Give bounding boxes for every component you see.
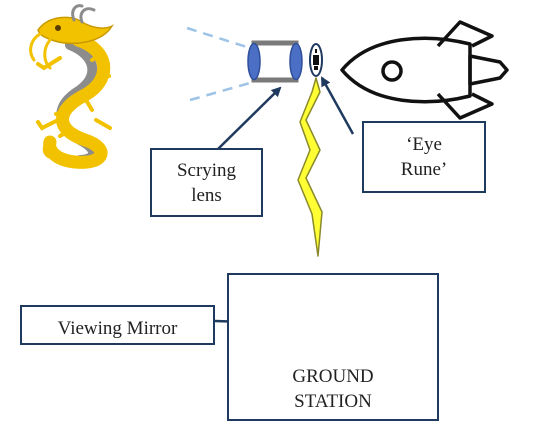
eye-rune-icon bbox=[309, 43, 323, 77]
field-of-view-lines bbox=[186, 26, 251, 102]
dragon-icon bbox=[29, 4, 114, 169]
eye-rune-label: ‘Eye Rune’ bbox=[362, 121, 486, 193]
scrying-lens-label: Scrying lens bbox=[150, 148, 263, 217]
ground-station-frame bbox=[227, 273, 439, 421]
rune-arrow bbox=[320, 76, 355, 135]
lens-arrow bbox=[217, 86, 282, 150]
viewing-mirror-label: Viewing Mirror bbox=[20, 305, 215, 345]
ground-station-label: GROUND STATION bbox=[292, 366, 374, 412]
lens-icon bbox=[247, 40, 303, 83]
lightning-bolt-icon bbox=[297, 77, 323, 257]
rocket-icon bbox=[340, 20, 509, 120]
